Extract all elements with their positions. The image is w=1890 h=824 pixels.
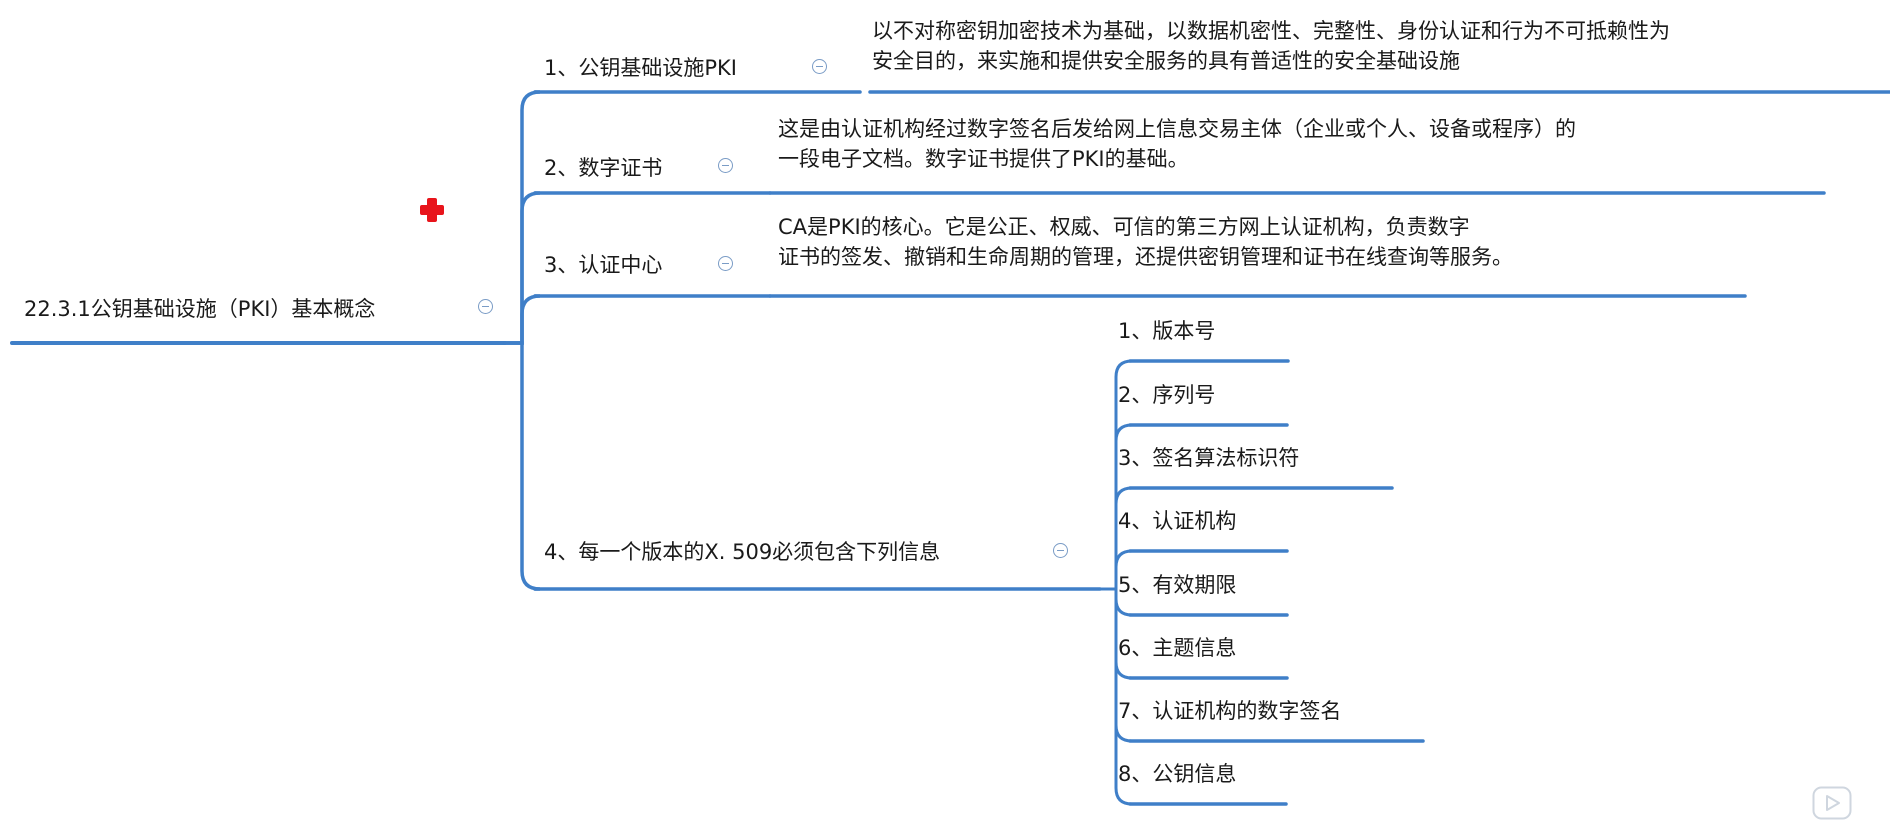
x509-item-serial-number[interactable]: 2、序列号 <box>1118 383 1216 407</box>
x509-item-public-key[interactable]: 8、公钥信息 <box>1118 762 1237 786</box>
branch-4-collapse-icon[interactable] <box>1053 543 1068 558</box>
root-collapse-icon[interactable] <box>478 299 493 314</box>
branch-3-description[interactable]: CA是PKI的核心。它是公正、权威、可信的第三方网上认证机构，负责数字 证书的签… <box>778 212 1513 272</box>
branch-1-description[interactable]: 以不对称密钥加密技术为基础，以数据机密性、完整性、身份认证和行为不可抵赖性为 安… <box>872 16 1670 76</box>
x509-item-issuer[interactable]: 4、认证机构 <box>1118 509 1237 533</box>
branch-1-label[interactable]: 1、公钥基础设施PKI <box>544 56 737 80</box>
branch-2-description[interactable]: 这是由认证机构经过数字签名后发给网上信息交易主体（企业或个人、设备或程序）的 一… <box>778 114 1576 174</box>
branch-4-label[interactable]: 4、每一个版本的X. 509必须包含下列信息 <box>544 540 941 564</box>
branch-3-description-line-1: CA是PKI的核心。它是公正、权威、可信的第三方网上认证机构，负责数字 <box>778 215 1470 239</box>
branch-2-description-line-1: 这是由认证机构经过数字签名后发给网上信息交易主体（企业或个人、设备或程序）的 <box>778 117 1576 141</box>
branch-2-description-line-2: 一段电子文档。数字证书提供了PKI的基础。 <box>778 147 1189 171</box>
x509-item-signature-algorithm[interactable]: 3、签名算法标识符 <box>1118 446 1300 470</box>
branch-1-description-line-2: 安全目的，来实施和提供安全服务的具有普适性的安全基础设施 <box>872 49 1460 73</box>
root-to-branch-4-connector <box>503 341 541 591</box>
branch-3-collapse-icon[interactable] <box>718 256 733 271</box>
root-topic-label[interactable]: 22.3.1公钥基础设施（PKI）基本概念 <box>24 297 376 321</box>
x509-item-subject[interactable]: 6、主题信息 <box>1118 636 1237 660</box>
branch-3-description-line-2: 证书的签发、撤销和生命周期的管理，还提供密钥管理和证书在线查询等服务。 <box>778 245 1513 269</box>
x509-item-version[interactable]: 1、版本号 <box>1118 319 1216 343</box>
branch-1-collapse-icon[interactable] <box>812 59 827 74</box>
branch-2-collapse-icon[interactable] <box>718 158 733 173</box>
x509-item-validity[interactable]: 5、有效期限 <box>1118 573 1237 597</box>
root-to-branch-3-connector <box>503 294 541 345</box>
branch-1-description-line-1: 以不对称密钥加密技术为基础，以数据机密性、完整性、身份认证和行为不可抵赖性为 <box>872 19 1670 43</box>
branch-2-label[interactable]: 2、数字证书 <box>544 156 663 180</box>
red-plus-cursor-icon <box>420 198 444 222</box>
play-button-icon[interactable] <box>1812 786 1852 820</box>
branch-3-label[interactable]: 3、认证中心 <box>544 253 663 277</box>
x509-item-issuer-signature[interactable]: 7、认证机构的数字签名 <box>1118 699 1342 723</box>
